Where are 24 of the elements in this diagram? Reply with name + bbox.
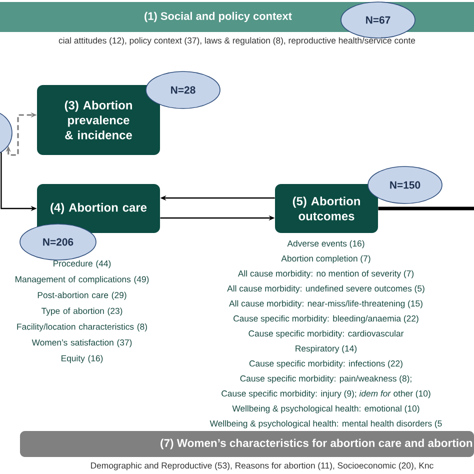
- list-item: Cause specific morbidity: pain/weakness (8);: [240, 375, 412, 384]
- list-item: Respiratory (14): [296, 345, 357, 354]
- list-item: Cause specific morbidity: infections (22): [249, 360, 402, 368]
- list-item: All cause morbidity: undefined severe outcomes (5): [227, 285, 424, 294]
- list-item: Type of abortion (23): [41, 308, 122, 316]
- list-item: Facility/location characteristics (8): [17, 323, 147, 332]
- topic-list: Demographic and Reproductive (53), Reasons for abortion (11), Socioeconomic (20), Knc: [91, 462, 434, 470]
- list-item: All cause morbidity: no mention of severity (7): [238, 270, 414, 278]
- section-band: (7) Women’s characteristics for abortion care and abortion: [20, 431, 474, 457]
- category-box: (4) Abortion care: [37, 184, 160, 233]
- list-item: Abortion completion (7): [281, 255, 370, 264]
- list-item: Wellbeing & psychological health: emotional (10): [232, 405, 420, 414]
- category-box: (3) Abortion prevalence & incidence: [37, 85, 160, 155]
- list-item: Women’s satisfaction (37): [32, 339, 132, 348]
- list-item: Post-abortion care (29): [38, 292, 126, 300]
- list-item: Management of complications (49): [16, 276, 149, 284]
- category-box: (5) Abortion outcomes: [275, 184, 378, 233]
- list-item: Cause specific morbidity: cardiovascular: [248, 330, 404, 338]
- topic-list: cial attitudes (12), policy context (37), laws & regulation (8), reproductive health/service conte: [58, 37, 416, 46]
- list-item: Equity (16): [62, 355, 103, 364]
- list-item: Cause specific morbidity: bleeding/anaemia (22): [234, 315, 418, 324]
- list-item: All cause morbidity: near-miss/life-threatening (15): [229, 300, 422, 308]
- list-item: Procedure (44): [54, 260, 111, 268]
- list-item: Cause specific morbidity: injury (9); idem for other (10): [222, 390, 430, 398]
